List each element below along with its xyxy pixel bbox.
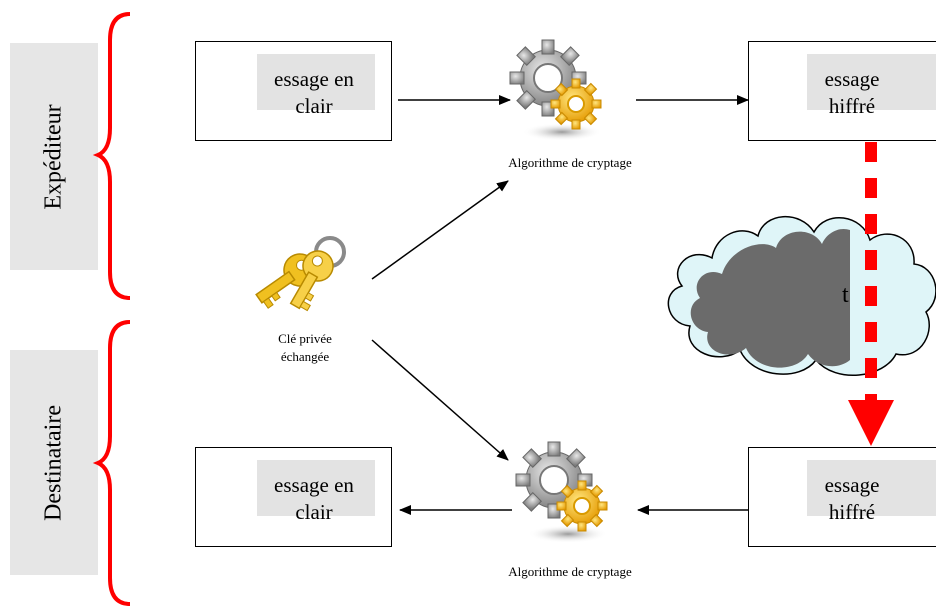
sender-brace — [92, 12, 131, 300]
algo-bottom-caption: Algorithme de cryptage — [508, 564, 632, 579]
key-caption-line2: échangée — [280, 349, 330, 364]
cipher-message-bottom: essage hiffré — [748, 447, 936, 547]
cipher-message-bottom-line2: hiffré — [828, 500, 876, 524]
cloud-text: t — [842, 282, 849, 308]
transmission-arrowhead — [848, 400, 894, 446]
arrow-key-to-algo-top — [371, 180, 509, 280]
gear-icon-top — [509, 39, 602, 141]
plain-message-bottom-line1: essage en — [274, 473, 354, 497]
plain-message-top: essage en clair — [195, 41, 392, 141]
cloud-icon — [667, 216, 936, 377]
gear-icon-bottom — [515, 441, 608, 543]
plain-message-bottom-line2: clair — [295, 500, 333, 524]
plain-message-top-line2: clair — [295, 94, 333, 118]
cipher-message-bottom-line1: essage — [824, 473, 880, 497]
cipher-message-top-line2: hiffré — [828, 94, 876, 118]
sender-panel: Expéditeur — [10, 43, 98, 270]
algo-top-caption: Algorithme de cryptage — [508, 155, 632, 170]
arrow-key-to-algo-bottom — [371, 339, 509, 461]
cipher-message-top-line1: essage — [824, 67, 880, 91]
plain-message-bottom: essage en clair — [195, 447, 392, 547]
key-icon — [255, 236, 346, 312]
cipher-message-top: essage hiffré — [748, 41, 936, 141]
recipient-panel: Destinataire — [10, 350, 98, 575]
key-caption-line1: Clé privée — [278, 331, 332, 346]
recipient-brace — [92, 320, 131, 606]
plain-message-top-line1: essage en — [274, 67, 354, 91]
